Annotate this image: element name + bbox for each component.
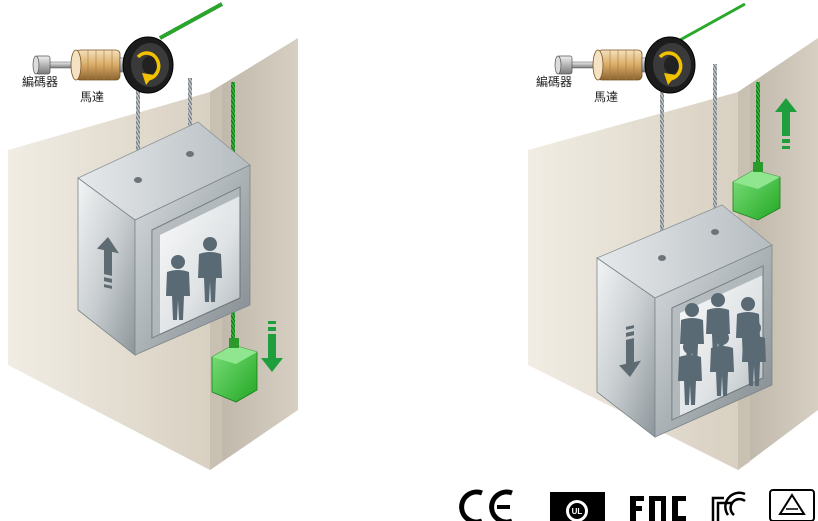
hoist-rope [660,88,664,253]
encoder-label: 編碼器 [536,74,572,89]
svg-text:UL: UL [572,507,583,516]
ce-mark-icon [462,492,512,521]
panel-down: 編碼器 馬達 [528,4,818,470]
encoder-label: 編碼器 [22,74,58,89]
tuv-mark-icon [770,490,814,521]
rcm-mark-icon [713,493,745,521]
eac-mark-icon [630,496,686,521]
hoist-rope [713,64,717,222]
panel-up: 編碼器 馬達 [8,4,298,470]
motor-label: 馬達 [80,90,104,104]
certification-marks: UL [462,490,814,521]
counterweight-rope [756,82,760,170]
ul-mark-icon: UL [550,492,605,521]
traction-machine [555,37,695,93]
motor-label: 馬達 [594,90,618,104]
